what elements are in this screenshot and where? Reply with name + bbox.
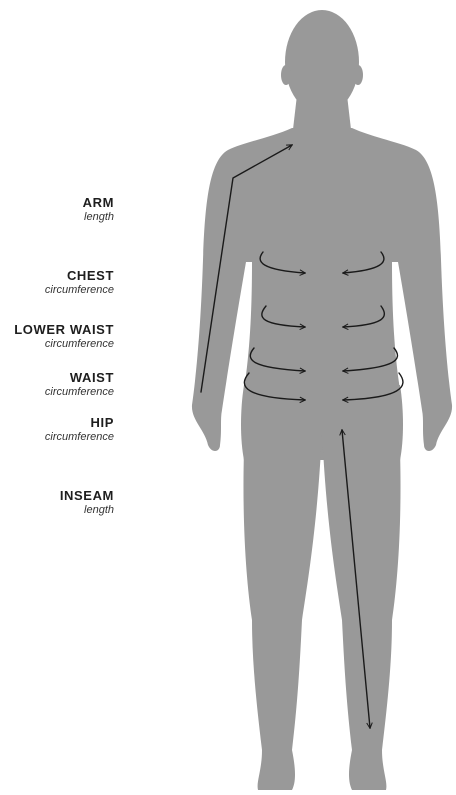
label-inseam: INSEAM length [60,488,114,517]
right-ear [353,65,363,85]
right-leg [322,430,401,790]
body-silhouette [192,10,452,790]
label-hip: HIP circumference [45,415,114,444]
label-inseam-sub: length [60,504,114,517]
label-chest-title: CHEST [45,268,114,284]
label-arm-sub: length [83,211,114,224]
label-lower-waist-title: LOWER WAIST [14,322,114,338]
left-ear [281,65,291,85]
label-hip-title: HIP [45,415,114,431]
label-chest: CHEST circumference [45,268,114,297]
label-arm-title: ARM [83,195,114,211]
label-waist-title: WAIST [45,370,114,386]
label-lower-waist-sub: circumference [14,338,114,351]
label-hip-sub: circumference [45,431,114,444]
left-leg [243,430,322,790]
label-arm: ARM length [83,195,114,224]
label-inseam-title: INSEAM [60,488,114,504]
label-chest-sub: circumference [45,284,114,297]
label-waist: WAIST circumference [45,370,114,399]
label-lower-waist: LOWER WAIST circumference [14,322,114,351]
label-waist-sub: circumference [45,386,114,399]
